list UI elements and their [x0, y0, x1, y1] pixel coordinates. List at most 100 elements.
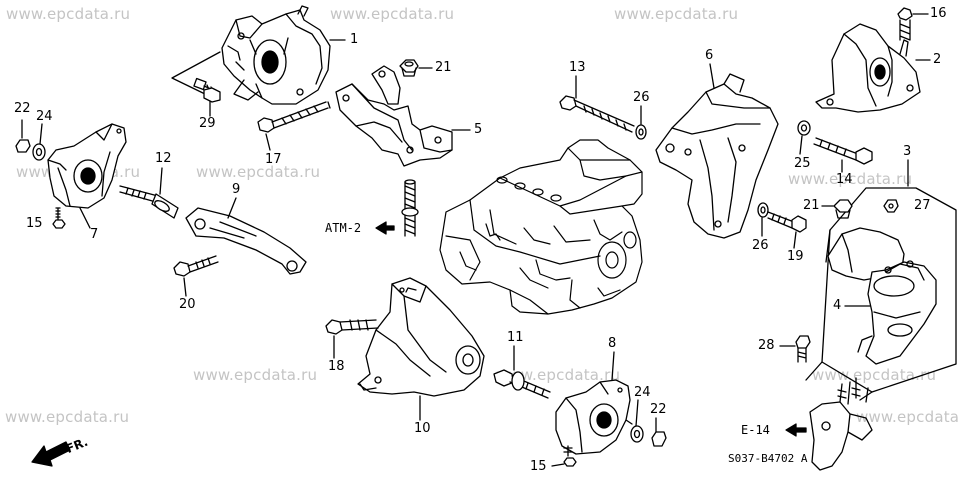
assembly-box-part-3 — [821, 187, 957, 393]
washer-part-22 — [15, 119, 31, 153]
bolt-part-19 — [767, 211, 807, 233]
callout-3: 3 — [903, 144, 912, 159]
callout-8: 8 — [608, 336, 617, 351]
callout-25: 25 — [794, 156, 811, 171]
bolt-part-11 — [493, 369, 551, 399]
callout-15: 15 — [26, 216, 43, 231]
watermark: www.epcdata.ru — [496, 366, 621, 384]
callout-24: 24 — [634, 385, 651, 400]
callout-14: 14 — [836, 172, 853, 187]
watermark: www.epcdata.ru — [614, 5, 739, 23]
callout-22: 22 — [14, 101, 31, 116]
reference-e-14: E-14 — [741, 423, 770, 437]
bolt-part-15-lower — [563, 445, 577, 467]
leader-line — [611, 351, 615, 381]
bolt-part-29 — [193, 77, 221, 117]
mount-part-8 — [555, 379, 633, 455]
nut-part-22-lower — [651, 431, 667, 447]
bolt-part-18 — [325, 319, 379, 335]
washer-part-24 — [32, 123, 46, 161]
leader-line — [79, 207, 91, 229]
callout-2: 2 — [933, 52, 942, 67]
bolt-part-15-left — [52, 207, 66, 229]
washer-part-24-lower — [630, 425, 644, 443]
bolt-part-20 — [173, 255, 219, 277]
bolt-part-14 — [813, 137, 873, 165]
callout-28: 28 — [758, 338, 775, 353]
watermark: www.epcdata.ru — [812, 366, 937, 384]
nut-part-27 — [883, 199, 899, 213]
engine-mount-upper-part-1 — [221, 5, 331, 105]
callout-4: 4 — [833, 298, 842, 313]
rod-part-9 — [185, 207, 307, 275]
washer-part-25 — [797, 120, 811, 136]
mount-part-4 — [827, 227, 937, 365]
bolt-part-28 — [795, 335, 811, 363]
callout-27: 27 — [914, 198, 931, 213]
callout-29: 29 — [199, 116, 216, 131]
callout-22: 22 — [650, 402, 667, 417]
callout-7: 7 — [90, 227, 99, 242]
callout-24: 24 — [36, 109, 53, 124]
callout-9: 9 — [232, 182, 241, 197]
mount-part-2 — [815, 23, 921, 113]
callout-6: 6 — [705, 48, 714, 63]
nut-part-21-right — [833, 199, 853, 219]
leader-line — [635, 399, 639, 427]
nut-part-21 — [399, 59, 419, 77]
bolt-part-13 — [559, 95, 635, 133]
stud-bolt — [401, 179, 419, 237]
callout-13: 13 — [569, 60, 586, 75]
bracket-part-10 — [357, 277, 485, 397]
callout-11: 11 — [507, 330, 524, 345]
mount-part-7 — [47, 123, 127, 209]
watermark: www.epcdata.ru — [788, 170, 913, 188]
watermark: www.epcdata.ru — [193, 366, 318, 384]
bolt-part-16 — [897, 7, 913, 41]
callout-20: 20 — [179, 297, 196, 312]
callout-26: 26 — [633, 90, 650, 105]
callout-21: 21 — [435, 60, 452, 75]
bolt-part-12 — [119, 185, 179, 219]
callout-17: 17 — [265, 152, 282, 167]
callout-26: 26 — [752, 238, 769, 253]
diagram-code: S037-B4702 A — [728, 452, 808, 465]
watermark: www.epcdata.ru — [5, 408, 130, 426]
washer-part-26-upper — [635, 124, 647, 140]
bracket-part-6 — [655, 73, 779, 239]
bolt-part-17 — [257, 101, 331, 133]
e14-arrow — [785, 423, 807, 437]
callout-19: 19 — [787, 249, 804, 264]
leader-line — [805, 229, 873, 401]
leader-line — [159, 167, 163, 195]
leader-line — [799, 135, 803, 155]
watermark: www.epcdata.ru — [6, 5, 131, 23]
atm-arrow — [375, 221, 395, 235]
watermark: www.epcdata.ru — [330, 5, 455, 23]
callout-18: 18 — [328, 359, 345, 374]
bracket-part-5 — [335, 65, 453, 167]
leader-line — [793, 231, 797, 249]
callout-5: 5 — [474, 122, 483, 137]
front-arrow-icon — [31, 441, 71, 467]
callout-1: 1 — [350, 32, 359, 47]
watermark: www.epcdata.ru — [856, 408, 960, 426]
leader-line — [183, 277, 187, 297]
callout-15: 15 — [530, 459, 547, 474]
watermark: www.epcdata.ru — [196, 163, 321, 181]
small-mount-bracket — [809, 377, 873, 471]
callout-21: 21 — [803, 198, 820, 213]
leader-line — [227, 197, 237, 219]
leader-line — [265, 133, 271, 151]
leader-line — [171, 51, 221, 95]
engine-block — [439, 139, 643, 315]
callout-12: 12 — [155, 151, 172, 166]
callout-16: 16 — [930, 6, 947, 21]
washer-part-26-lower — [757, 202, 769, 218]
leader-line — [709, 63, 715, 89]
reference-atm-2: ATM-2 — [325, 221, 362, 235]
callout-10: 10 — [414, 421, 431, 436]
leader-line — [551, 463, 565, 467]
